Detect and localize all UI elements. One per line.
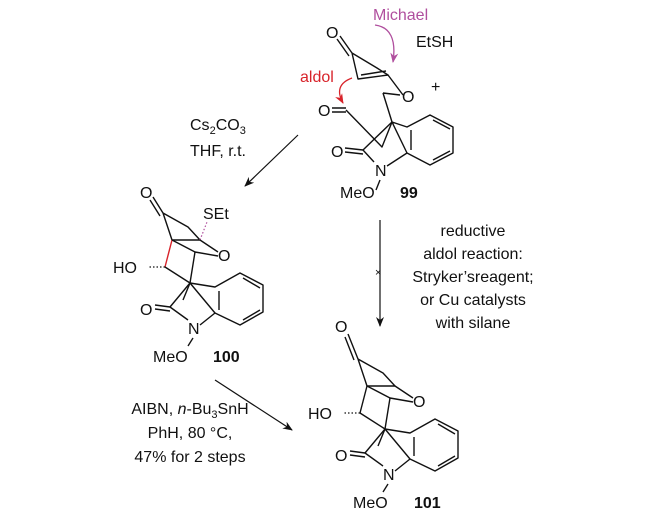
carbonyl-bond bbox=[344, 333, 359, 361]
atom-n: N bbox=[375, 163, 387, 180]
compound-99: O O O O N MeO 99 bbox=[318, 25, 454, 202]
alkene-double-bond bbox=[360, 70, 387, 76]
compound-label-101: 101 bbox=[414, 495, 441, 512]
hydroxyl-group: HO bbox=[308, 406, 332, 423]
carbonyl-bond bbox=[336, 35, 353, 57]
atom-o: O bbox=[335, 448, 347, 465]
atom-n: N bbox=[188, 321, 200, 338]
aldol-curved-arrow bbox=[335, 77, 353, 104]
step1-conditions: THF, r.t. bbox=[190, 143, 246, 160]
michael-curved-arrow bbox=[374, 24, 399, 63]
core-bonds bbox=[164, 251, 196, 301]
aldehyde-bonds bbox=[332, 107, 393, 148]
step2-yield: 47% for 2 steps bbox=[134, 449, 245, 466]
n-o-bond bbox=[375, 179, 381, 191]
lactam-carbonyl bbox=[349, 450, 366, 458]
condition-line: with silane bbox=[435, 315, 511, 332]
compound-101: O O HO O N MeO 101 bbox=[308, 319, 459, 512]
reaction-arrow-step2 bbox=[214, 379, 293, 431]
atom-o: O bbox=[413, 394, 425, 411]
methoxy: MeO bbox=[353, 495, 388, 512]
plus-sign: + bbox=[431, 79, 440, 96]
failed-reaction-mark: × bbox=[375, 267, 381, 279]
reaction-arrow-step1 bbox=[244, 134, 299, 187]
new-cc-bond bbox=[164, 239, 173, 268]
benzene-ring bbox=[189, 272, 264, 326]
atom-o: O bbox=[218, 248, 230, 265]
step1-reagent: Cs2CO3 bbox=[190, 117, 246, 137]
methoxy: MeO bbox=[153, 349, 188, 366]
core-bonds bbox=[359, 397, 391, 447]
n-o-bond bbox=[187, 337, 194, 347]
compound-label-99: 99 bbox=[400, 185, 418, 202]
lactam-carbonyl bbox=[344, 147, 364, 155]
step2-reagents: AIBN, n-Bu3SnH bbox=[131, 401, 248, 421]
aldol-label: aldol bbox=[300, 69, 334, 86]
condition-line: or Cu catalysts bbox=[420, 292, 526, 309]
ether-bonds bbox=[366, 385, 414, 403]
atom-n: N bbox=[383, 467, 395, 484]
carbonyl-bond bbox=[149, 196, 164, 217]
bridge-bonds bbox=[357, 358, 396, 387]
condition-line: reductive bbox=[441, 223, 506, 240]
ring-o-bonds bbox=[382, 74, 404, 123]
lactam-carbonyl bbox=[154, 304, 171, 312]
compound-100: O SEt O HO O N MeO 100 bbox=[113, 185, 264, 366]
benzene-ring bbox=[391, 114, 454, 166]
bridge-bonds bbox=[162, 212, 201, 241]
condition-line: aldol reaction: bbox=[423, 246, 523, 263]
methoxy: MeO bbox=[340, 185, 375, 202]
ether-bonds bbox=[171, 239, 219, 257]
compound-label-100: 100 bbox=[213, 349, 240, 366]
hydroxyl-group: HO bbox=[113, 260, 137, 277]
atom-o: O bbox=[331, 144, 343, 161]
atom-o: O bbox=[140, 302, 152, 319]
michael-label: Michael bbox=[373, 7, 428, 24]
failed-conditions: reductive aldol reaction: Stryker’sreage… bbox=[412, 223, 533, 332]
hashed-bond-set bbox=[199, 221, 208, 241]
cc-bond bbox=[359, 385, 368, 414]
atom-o: O bbox=[402, 89, 414, 106]
atom-o: O bbox=[140, 185, 152, 202]
benzene-ring bbox=[384, 418, 459, 472]
atom-o: O bbox=[335, 319, 347, 336]
oxindole-bonds bbox=[362, 121, 408, 167]
ethylthio-group: SEt bbox=[203, 206, 229, 223]
atom-o: O bbox=[318, 103, 330, 120]
n-o-bond bbox=[382, 483, 389, 493]
condition-line: Stryker’sreagent; bbox=[412, 269, 533, 286]
enone-ring-bonds bbox=[351, 52, 389, 80]
step2-solvent-temp: PhH, 80 °C, bbox=[148, 425, 233, 442]
step2-conditions: AIBN, n-Bu3SnH PhH, 80 °C, 47% for 2 ste… bbox=[131, 401, 248, 466]
ethanethiol-reagent: EtSH bbox=[416, 34, 453, 51]
atom-o: O bbox=[326, 25, 338, 42]
